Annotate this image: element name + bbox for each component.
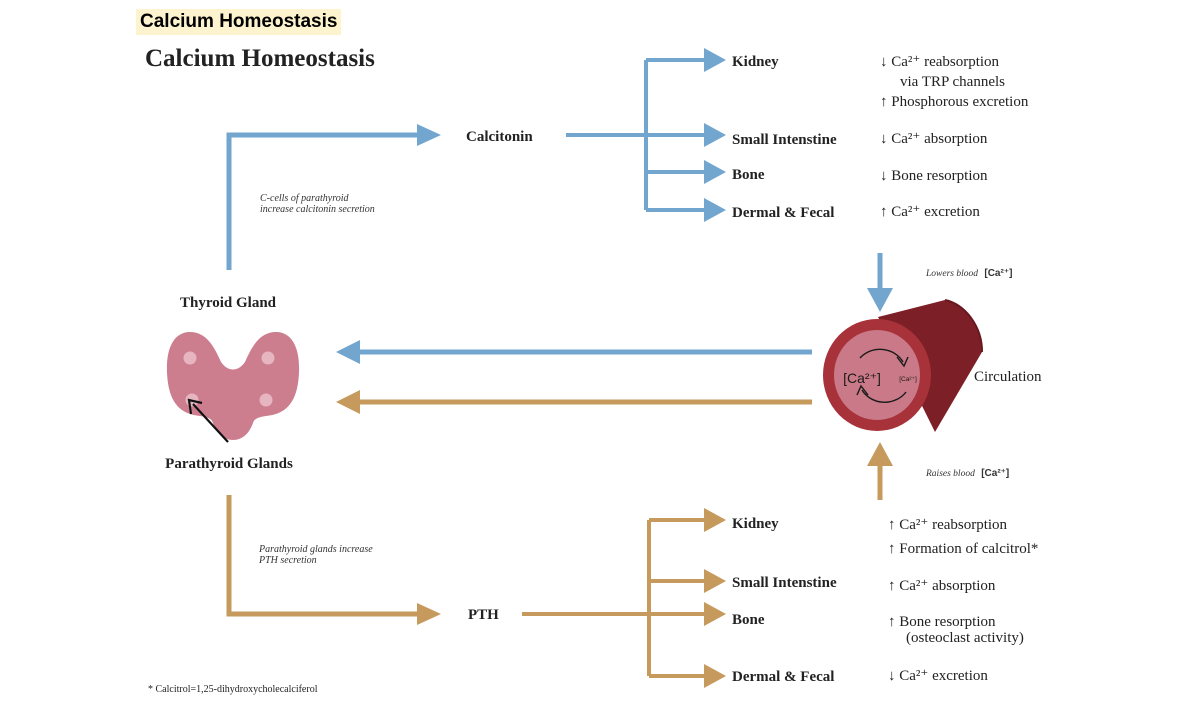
- lowers-blood-text: Lowers blood: [925, 269, 978, 279]
- calcitonin-note-line2: increase calcitonin secretion: [260, 204, 375, 215]
- pth-bone-effect-1: ↑ Bone resorption: [888, 614, 996, 630]
- pth-dermal-effect: ↓ Ca²⁺ excretion: [888, 668, 988, 684]
- pth-bone-arrowhead: [704, 602, 726, 626]
- calcitonin-kidney-effect-1: ↓ Ca²⁺ reabsorption: [880, 54, 1000, 70]
- calcitonin-arrowhead: [417, 124, 441, 146]
- vessel-far-edge: [944, 299, 984, 353]
- parathyroid-to-pth-line: [226, 495, 418, 617]
- parathyroid-pointer-line: [192, 403, 229, 443]
- calcitonin-intestine-effect: ↓ Ca²⁺ absorption: [880, 131, 988, 147]
- calcitonin-note-line1: C-cells of parathyroid: [260, 193, 350, 204]
- calcitonin-branch-lines: [566, 58, 706, 212]
- blood-vessel-icon: [Ca²⁺] [Ca²⁺]: [823, 299, 984, 432]
- parathyroid-glands-label: Parathyroid Glands: [165, 456, 293, 472]
- calcitonin-kidney-effect-3: ↑ Phosphorous excretion: [880, 94, 1029, 110]
- parathyroid-pointer-head: [187, 398, 203, 415]
- page-title: Calcium Homeostasis: [145, 45, 375, 72]
- thyroid-gland-label: Thyroid Gland: [180, 295, 277, 311]
- pth-bone-effect-2: (osteoclast activity): [906, 630, 1024, 646]
- lowers-blood-label: Lowers blood [Ca²⁺]: [925, 268, 1012, 279]
- pth-target-kidney: Kidney: [732, 516, 779, 532]
- pth-kidney-effect-1: ↑ Ca²⁺ reabsorption: [888, 517, 1008, 533]
- blue-feedback-arrowhead: [336, 340, 360, 364]
- thyroid-body: [166, 332, 300, 440]
- calcitonin-target-dermal-fecal: Dermal & Fecal: [732, 205, 834, 221]
- circulation-label: Circulation: [974, 369, 1042, 385]
- pth-intestine-effect: ↑ Ca²⁺ absorption: [888, 578, 996, 594]
- calcitonin-target-bone: Bone: [732, 167, 765, 183]
- raises-blood-label: Raises blood [Ca²⁺]: [925, 468, 1009, 479]
- circulation-ion-large: [Ca²⁺]: [843, 370, 881, 386]
- pth-branch-lines: [522, 518, 706, 678]
- calcitonin-kidney-effect-2: via TRP channels: [900, 74, 1005, 90]
- pth-intestine-arrowhead: [704, 569, 726, 593]
- calcitonin-target-kidney: Kidney: [732, 54, 779, 70]
- header-highlight: Calcium Homeostasis: [136, 9, 342, 35]
- pth-note-line2: PTH secretion: [258, 555, 317, 566]
- pth-target-dermal-fecal: Dermal & Fecal: [732, 669, 834, 685]
- calcitonin-hormone-label: Calcitonin: [466, 129, 533, 145]
- calcitonin-dermal-effect: ↑ Ca²⁺ excretion: [880, 204, 980, 220]
- parathyroid-dot-upper-left: [183, 351, 197, 365]
- calcitonin-kidney-arrowhead: [704, 48, 726, 72]
- flow-arrow-bottom-head: [856, 384, 869, 396]
- calcitrol-footnote: * Calcitrol=1,25-dihydroxycholecalcifero…: [148, 684, 318, 695]
- parathyroid-dot-lower-right: [259, 393, 273, 407]
- calcitonin-target-small-intestine: Small Intenstine: [732, 132, 837, 148]
- flow-arrow-top: [859, 348, 904, 363]
- calcitonin-pathway: Calcitonin C-cells of parathyroid increa…: [226, 48, 1029, 312]
- lowers-blood-ion: [Ca²⁺]: [984, 268, 1012, 279]
- flow-arrow-top-head: [896, 356, 909, 368]
- pth-note-line1: Parathyroid glands increase: [258, 544, 373, 555]
- pth-pathway: PTH Parathyroid glands increase PTH secr…: [226, 442, 1038, 688]
- thyroid-to-calcitonin-line: [226, 132, 418, 270]
- pth-dermal-arrowhead: [704, 664, 726, 688]
- vessel-lumen: [834, 330, 920, 420]
- pth-hormone-label: PTH: [468, 607, 499, 623]
- lowers-blood-arrowhead: [867, 288, 893, 312]
- raises-blood-arrowhead: [867, 442, 893, 466]
- thyroid-gland-icon: [166, 332, 300, 443]
- flow-arrow-bottom: [861, 389, 907, 403]
- raises-blood-text: Raises blood: [925, 469, 975, 479]
- circulation-ion-small: [Ca²⁺]: [899, 376, 917, 383]
- calcitonin-bone-arrowhead: [704, 160, 726, 184]
- parathyroid-dot-upper-right: [261, 351, 275, 365]
- pth-arrowhead: [417, 603, 441, 625]
- calcitonin-dermal-arrowhead: [704, 198, 726, 222]
- pth-kidney-arrowhead: [704, 508, 726, 532]
- pth-kidney-effect-2: ↑ Formation of calcitrol*: [888, 541, 1038, 557]
- raises-blood-ion: [Ca²⁺]: [981, 468, 1009, 479]
- pth-target-small-intestine: Small Intenstine: [732, 575, 837, 591]
- calcitonin-intestine-arrowhead: [704, 123, 726, 147]
- tan-feedback-arrowhead: [336, 390, 360, 414]
- pth-target-bone: Bone: [732, 612, 765, 628]
- calcitonin-bone-effect: ↓ Bone resorption: [880, 168, 988, 184]
